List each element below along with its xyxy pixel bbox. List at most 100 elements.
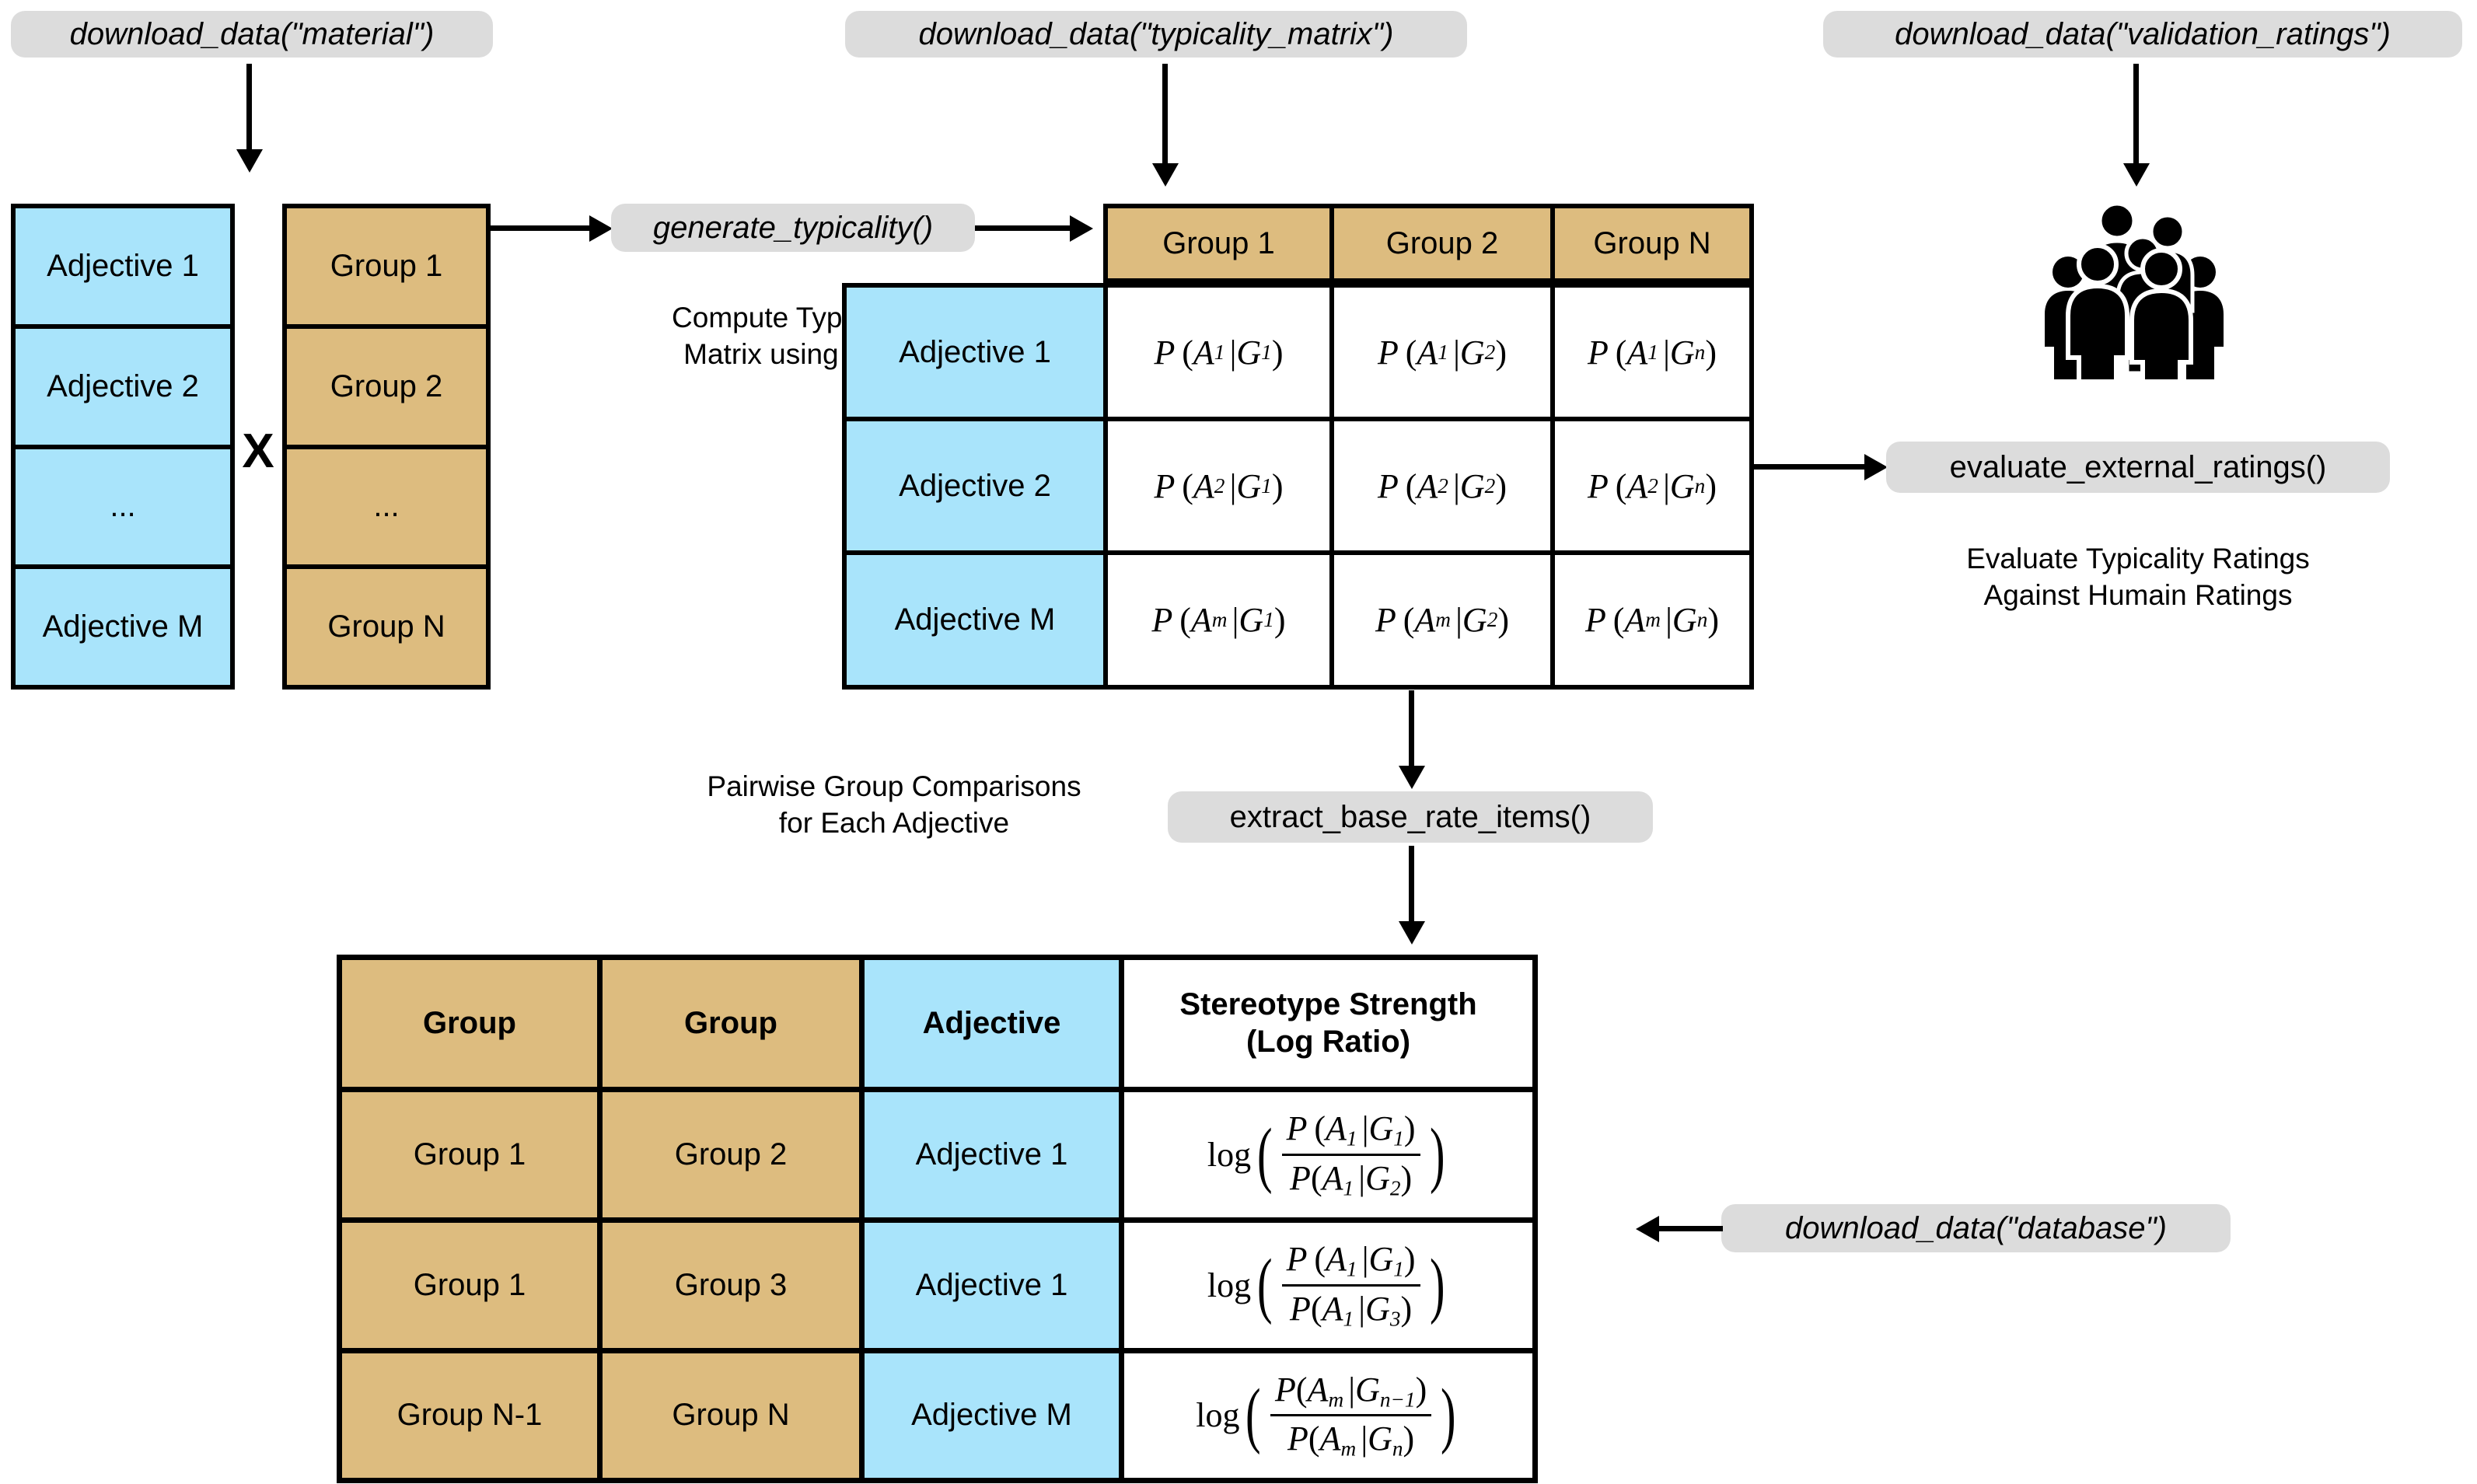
- result-cell-label: Group 1: [413, 1267, 526, 1302]
- result-table-header-label: Group: [684, 1005, 777, 1040]
- result-table-row: Group 1 Group 2 Adjective 1 log ( P (A1|…: [342, 1091, 1532, 1223]
- log-ratio-formula: log ( P(Am|Gn−1) P(Am|Gn) ): [1196, 1370, 1456, 1461]
- matrix-column-header[interactable]: Group 2: [1334, 208, 1555, 278]
- arrow-to-generate-head: [589, 215, 613, 242]
- result-table-row: Group N-1 Group N Adjective M log ( P(Am…: [342, 1353, 1532, 1478]
- result-cell-group-a[interactable]: Group 1: [342, 1091, 603, 1217]
- adjective-list-item[interactable]: Adjective 2: [16, 328, 230, 449]
- pill-generate-typicality[interactable]: generate_typicality(): [611, 204, 975, 252]
- result-cell-group-b[interactable]: Group 3: [603, 1222, 865, 1348]
- arrow-to-result-table-head: [1399, 921, 1425, 945]
- arrow-to-matrix-line: [975, 225, 1072, 231]
- log-ratio-formula: log ( P (A1|G1) P(A1|G3) ): [1207, 1240, 1445, 1331]
- result-cell-label: Adjective 1: [915, 1137, 1068, 1171]
- arrow-database-head: [1636, 1216, 1659, 1242]
- result-table-header-cell[interactable]: Adjective: [865, 960, 1124, 1087]
- result-cell-formula[interactable]: log ( P (A1|G1) P(A1|G3) ): [1124, 1222, 1532, 1348]
- log-ratio-formula: log ( P (A1|G1) P(A1|G2) ): [1207, 1109, 1445, 1200]
- arrow-to-result-table-line: [1409, 846, 1414, 924]
- result-cell-group-a[interactable]: Group N-1: [342, 1353, 603, 1478]
- matrix-row-header-label: Adjective 1: [899, 334, 1051, 369]
- arrow-to-extract-line: [1409, 690, 1414, 768]
- arrow-to-matrix-head: [1070, 215, 1093, 242]
- arrow-typicality-line: [1162, 64, 1168, 165]
- result-table-header-cell[interactable]: Group: [342, 960, 603, 1087]
- pill-extract-base-rate-items[interactable]: extract_base_rate_items(): [1168, 791, 1653, 843]
- group-list-item-label: Group 1: [330, 248, 443, 283]
- result-cell-formula[interactable]: log ( P(Am|Gn−1) P(Am|Gn) ): [1124, 1353, 1532, 1478]
- result-cell-label: Group N: [672, 1398, 790, 1433]
- result-cell-group-b[interactable]: Group 2: [603, 1091, 865, 1217]
- group-list: Group 1 Group 2 ... Group N: [282, 204, 491, 690]
- group-list-item-label: Group N: [327, 609, 445, 644]
- group-list-item-label: ...: [373, 489, 400, 524]
- matrix-row-header[interactable]: Adjective 2: [847, 421, 1108, 551]
- crowd-icon: [2037, 201, 2231, 379]
- group-list-item[interactable]: Group N: [287, 569, 486, 685]
- group-list-item[interactable]: Group 1: [287, 208, 486, 329]
- pill-download-database[interactable]: download_data("database"): [1721, 1204, 2231, 1252]
- matrix-column-header[interactable]: Group N: [1555, 208, 1749, 278]
- result-cell-adjective[interactable]: Adjective M: [865, 1353, 1124, 1478]
- result-cell-label: Group 1: [413, 1137, 526, 1171]
- matrix-row-header-label: Adjective 2: [899, 468, 1051, 503]
- result-cell-formula[interactable]: log ( P (A1|G1) P(A1|G2) ): [1124, 1091, 1532, 1217]
- pill-evaluate-external-ratings[interactable]: evaluate_external_ratings(): [1886, 442, 2390, 493]
- arrow-to-extract-head: [1399, 766, 1425, 789]
- group-list-item[interactable]: ...: [287, 449, 486, 570]
- result-cell-group-b[interactable]: Group N: [603, 1353, 865, 1478]
- adjective-list-item[interactable]: Adjective 1: [16, 208, 230, 329]
- pill-download-typicality-matrix[interactable]: download_data("typicality_matrix"): [845, 11, 1467, 58]
- adjective-list-item-label: ...: [110, 489, 136, 524]
- arrow-to-evaluate-line: [1754, 464, 1867, 470]
- result-cell-adjective[interactable]: Adjective 1: [865, 1222, 1124, 1348]
- adjective-list-item-label: Adjective 2: [47, 368, 199, 403]
- arrow-material-line: [246, 64, 252, 151]
- pill-download-validation-ratings[interactable]: download_data("validation_ratings"): [1823, 11, 2462, 58]
- matrix-column-header-label: Group 2: [1385, 225, 1499, 260]
- adjective-list-item[interactable]: Adjective M: [16, 569, 230, 685]
- matrix-column-header[interactable]: Group 1: [1108, 208, 1334, 278]
- matrix-row-header-label: Adjective M: [894, 602, 1056, 637]
- typicality-matrix-header: Group 1 Group 2 Group N: [1103, 204, 1754, 283]
- result-table-row: Group 1 Group 3 Adjective 1 log ( P (A1|…: [342, 1222, 1532, 1353]
- group-list-item[interactable]: Group 2: [287, 328, 486, 449]
- result-cell-label: Adjective M: [911, 1398, 1072, 1433]
- pill-download-material[interactable]: download_data("material"): [11, 11, 493, 58]
- arrow-typicality-head: [1152, 163, 1179, 187]
- adjective-list-item[interactable]: ...: [16, 449, 230, 570]
- result-table-header-label: Stereotype Strength (Log Ratio): [1179, 986, 1477, 1060]
- result-table-header-row: Group Group Adjective Stereotype Strengt…: [342, 960, 1532, 1092]
- result-cell-adjective[interactable]: Adjective 1: [865, 1091, 1124, 1217]
- arrow-validation-head: [2123, 163, 2150, 187]
- result-cell-label: Adjective 1: [915, 1267, 1068, 1302]
- arrow-to-evaluate-head: [1864, 454, 1888, 480]
- result-cell-group-a[interactable]: Group 1: [342, 1222, 603, 1348]
- matrix-row-header[interactable]: Adjective 1: [847, 288, 1108, 417]
- cross-product-operator: X: [242, 424, 274, 478]
- matrix-column-header-label: Group N: [1593, 225, 1711, 260]
- arrow-validation-line: [2133, 64, 2139, 165]
- adjective-list-item-label: Adjective M: [42, 609, 204, 644]
- result-table-header-cell[interactable]: Stereotype Strength (Log Ratio): [1124, 960, 1532, 1087]
- matrix-row-header[interactable]: Adjective M: [847, 555, 1108, 685]
- result-table-header-cell[interactable]: Group: [603, 960, 865, 1087]
